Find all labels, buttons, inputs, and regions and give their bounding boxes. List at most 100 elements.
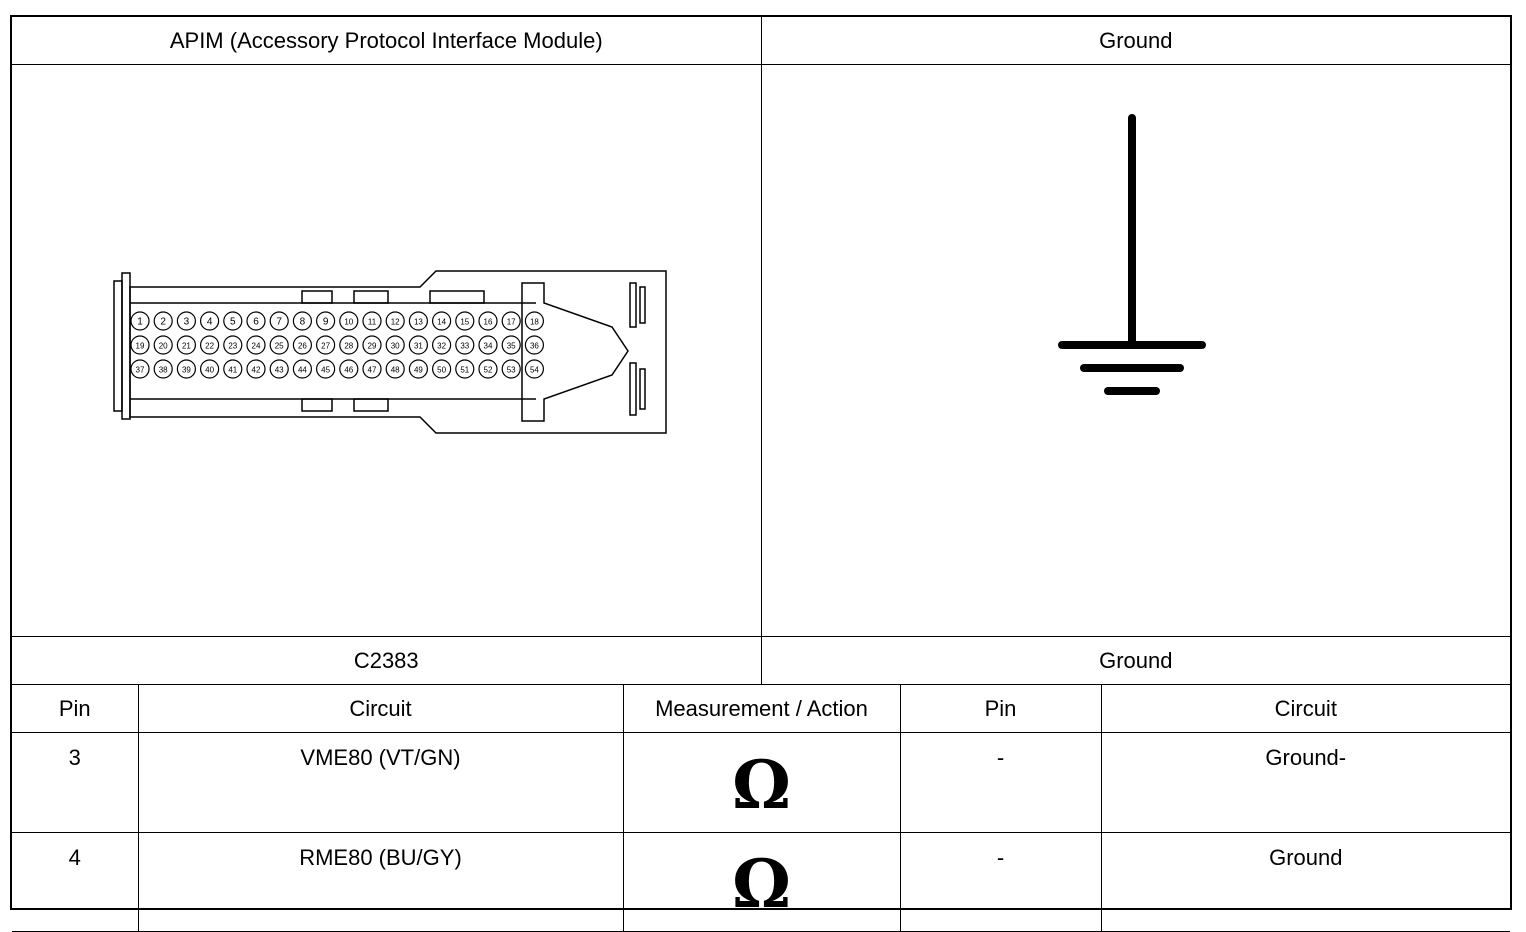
- pin-8: [293, 311, 313, 331]
- pin-33: [455, 335, 475, 355]
- pin-label-42: 42: [252, 366, 261, 375]
- pin-label-33: 33: [461, 342, 470, 351]
- pin-28: [339, 335, 359, 355]
- pin-38: [153, 359, 174, 379]
- pin-52: [478, 359, 498, 379]
- header-measurement: Measurement / Action: [622, 684, 901, 733]
- table-row: 3 VME80 (VT/GN) Ω - Ground-: [12, 732, 1511, 833]
- pin-19: [130, 335, 150, 355]
- pin-label-40: 40: [205, 366, 214, 375]
- pin-13: [409, 311, 429, 331]
- pin-label-34: 34: [484, 342, 493, 351]
- ground-symbol-icon: [1057, 114, 1206, 395]
- pin-36: [525, 335, 545, 355]
- pin-label-53: 53: [507, 366, 516, 375]
- row-pin: 4: [12, 832, 139, 932]
- pin-3: [177, 311, 197, 331]
- header-pin-2: Pin: [899, 684, 1102, 733]
- pin-label-8: 8: [300, 317, 306, 328]
- pin-label-28: 28: [345, 342, 354, 351]
- pin-label-44: 44: [298, 366, 307, 375]
- pin-11: [362, 311, 382, 331]
- pin-37: [130, 359, 150, 379]
- pin-4: [200, 311, 220, 331]
- pin-label-22: 22: [205, 342, 214, 351]
- pin-label-9: 9: [323, 317, 329, 328]
- pin-label-14: 14: [437, 318, 446, 327]
- pin-9: [316, 311, 336, 331]
- table-row: 4 RME80 (BU/GY) Ω - Ground: [12, 832, 1511, 932]
- pin-label-12: 12: [391, 318, 400, 327]
- connector-id: C2383: [12, 636, 762, 685]
- pin-54: [525, 359, 545, 379]
- pin-label-21: 21: [182, 342, 191, 351]
- ohm-icon: Ω: [732, 745, 791, 824]
- row-circuit-2: Ground: [1100, 832, 1511, 932]
- row-circuit: RME80 (BU/GY): [137, 832, 624, 932]
- pin-label-49: 49: [414, 366, 423, 375]
- pin-48: [385, 359, 406, 379]
- pin-label-39: 39: [182, 366, 191, 375]
- pin-18: [525, 311, 545, 331]
- header-pin: Pin: [12, 684, 139, 733]
- pin-15: [455, 311, 475, 331]
- pin-41: [223, 359, 243, 379]
- pin-label-25: 25: [275, 342, 284, 351]
- pin-label-17: 17: [507, 318, 516, 327]
- pin-16: [478, 311, 498, 331]
- pin-label-3: 3: [184, 317, 190, 328]
- pin-label-41: 41: [229, 366, 238, 375]
- pin-45: [316, 359, 336, 379]
- pin-39: [177, 359, 197, 379]
- pin-label-50: 50: [437, 366, 446, 375]
- pin-label-51: 51: [461, 366, 470, 375]
- pin-25: [269, 335, 290, 355]
- pin-label-7: 7: [277, 317, 283, 328]
- pin-label-24: 24: [252, 342, 261, 351]
- pin-14: [432, 311, 452, 331]
- pin-label-46: 46: [345, 366, 354, 375]
- ground-diagram-cell: [760, 64, 1511, 637]
- pinpoint-test-sheet: APIM (Accessory Protocol Interface Modul…: [10, 15, 1512, 932]
- pin-label-45: 45: [321, 366, 330, 375]
- pin-27: [316, 335, 336, 355]
- pin-21: [177, 335, 197, 355]
- pin-label-6: 6: [253, 317, 259, 328]
- pin-label-37: 37: [136, 366, 145, 375]
- pin-label-26: 26: [298, 342, 307, 351]
- pin-31: [409, 335, 429, 355]
- pin-42: [246, 359, 266, 379]
- row-pin: 3: [12, 732, 139, 833]
- row-measurement: Ω: [622, 832, 901, 932]
- pin-label-4: 4: [207, 317, 213, 328]
- pin-label-5: 5: [230, 317, 236, 328]
- row-circuit-2: Ground-: [1100, 732, 1511, 833]
- pin-label-38: 38: [159, 366, 168, 375]
- pin-26: [293, 335, 313, 355]
- row-pin-2: -: [899, 732, 1102, 833]
- pin-17: [501, 311, 522, 331]
- pin-label-31: 31: [414, 342, 423, 351]
- pin-label-11: 11: [368, 318, 377, 327]
- pin-label-19: 19: [136, 342, 145, 351]
- pin-label-18: 18: [530, 318, 539, 327]
- pin-label-2: 2: [161, 317, 167, 328]
- pin-label-27: 27: [321, 342, 330, 351]
- pin-47: [362, 359, 382, 379]
- pin-22: [200, 335, 220, 355]
- pin-7: [269, 311, 290, 331]
- pin-43: [269, 359, 290, 379]
- ground-title: Ground: [760, 17, 1511, 65]
- pin-49: [409, 359, 429, 379]
- pin-label-13: 13: [414, 318, 423, 327]
- pin-51: [455, 359, 475, 379]
- pin-10: [339, 311, 359, 331]
- pin-label-48: 48: [391, 366, 400, 375]
- pin-44: [293, 359, 313, 379]
- pin-label-52: 52: [484, 366, 493, 375]
- pin-5: [223, 311, 243, 331]
- pin-label-36: 36: [530, 342, 539, 351]
